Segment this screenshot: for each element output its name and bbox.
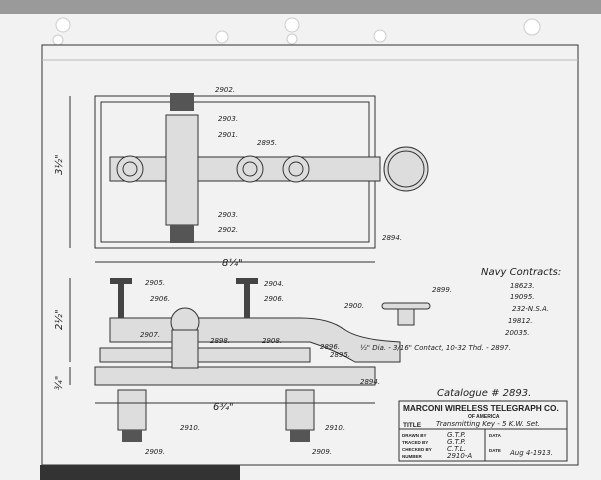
navy-contracts-title: Navy Contracts: <box>481 267 561 278</box>
catalogue-number: Catalogue # 2893. <box>437 388 531 399</box>
date-label: DATE <box>489 448 501 453</box>
contract-number: 20035. <box>505 329 530 337</box>
part-label: 2909. <box>145 448 165 456</box>
part-label: 2906. <box>150 295 170 303</box>
drawn-by-label: DRAWN BY <box>402 433 427 438</box>
contract-number: 19095. <box>510 293 535 301</box>
part-label: 2905. <box>145 279 165 287</box>
part-label: 2910. <box>325 424 345 432</box>
contact-note: ½" Dia. - 3/16" Contact, 10-32 Thd. - 28… <box>360 344 511 352</box>
drawing-border <box>41 44 579 466</box>
number-label: NUMBER <box>402 454 422 459</box>
company-subtitle: OF AMERICA <box>468 414 500 420</box>
part-label: 2900. <box>344 302 364 310</box>
part-label: 2902. <box>218 226 238 234</box>
title-value: Transmitting Key - 5 K.W. Set. <box>436 420 540 428</box>
dim-base-side: ¾" <box>54 376 65 390</box>
part-label: 2894. <box>382 234 402 242</box>
part-label: 2894. <box>360 378 380 386</box>
contract-number: 232-N.S.A. <box>512 305 549 313</box>
part-label: 2896. <box>320 343 340 351</box>
contract-number: 18623. <box>510 282 535 290</box>
part-label: 2904. <box>264 280 284 288</box>
traced-by-label: TRACED BY <box>402 440 428 445</box>
dim-height-side: 2½" <box>53 309 65 330</box>
scan-edge <box>40 465 240 480</box>
traced-by-value: G.T.P. <box>447 438 466 446</box>
contract-number: 19812. <box>508 317 533 325</box>
part-label: 2902. <box>215 86 235 94</box>
part-label: 2906. <box>264 295 284 303</box>
part-label: 2895. <box>257 139 277 147</box>
data-label: DATA <box>489 433 502 438</box>
part-label: 2898. <box>210 337 230 345</box>
top-view: 3½" 8¼" 2902. 2903. 2901. 2895. 2903. 29… <box>53 86 429 269</box>
number-value: 2910-A <box>447 452 472 460</box>
title-label: TITLE <box>403 422 422 429</box>
dim-height-top: 3½" <box>53 154 65 175</box>
dim-width-side: 6¾" <box>213 402 234 413</box>
part-label: 2899. <box>432 286 452 294</box>
part-label: 2910. <box>180 424 200 432</box>
company-name: MARCONI WIRELESS TELEGRAPH CO. <box>403 403 559 413</box>
checked-by-label: CHECKED BY <box>402 447 432 452</box>
date-value: Aug 4-1913. <box>509 449 553 457</box>
punch-holes <box>52 17 541 46</box>
navy-contracts: Navy Contracts: 18623. 19095. 232-N.S.A.… <box>481 267 561 337</box>
part-label: 2901. <box>218 131 238 139</box>
part-label: 2903. <box>218 115 238 123</box>
checked-by-value: C.T.L. <box>447 445 466 453</box>
title-block: Catalogue # 2893. MARCONI WIRELESS TELEG… <box>398 388 568 462</box>
part-label: 2907. <box>140 331 160 339</box>
part-label: 2909. <box>312 448 332 456</box>
drawn-by-value: G.T.P. <box>447 431 466 439</box>
part-label: 2895. <box>330 351 350 359</box>
dim-width-top: 8¼" <box>222 257 243 269</box>
part-label: 2908. <box>262 337 282 345</box>
side-view: 2½" ¾" 6¾" 2905. 2906. 2904. 2906. 2900.… <box>53 278 511 456</box>
part-label: 2903. <box>218 211 238 219</box>
